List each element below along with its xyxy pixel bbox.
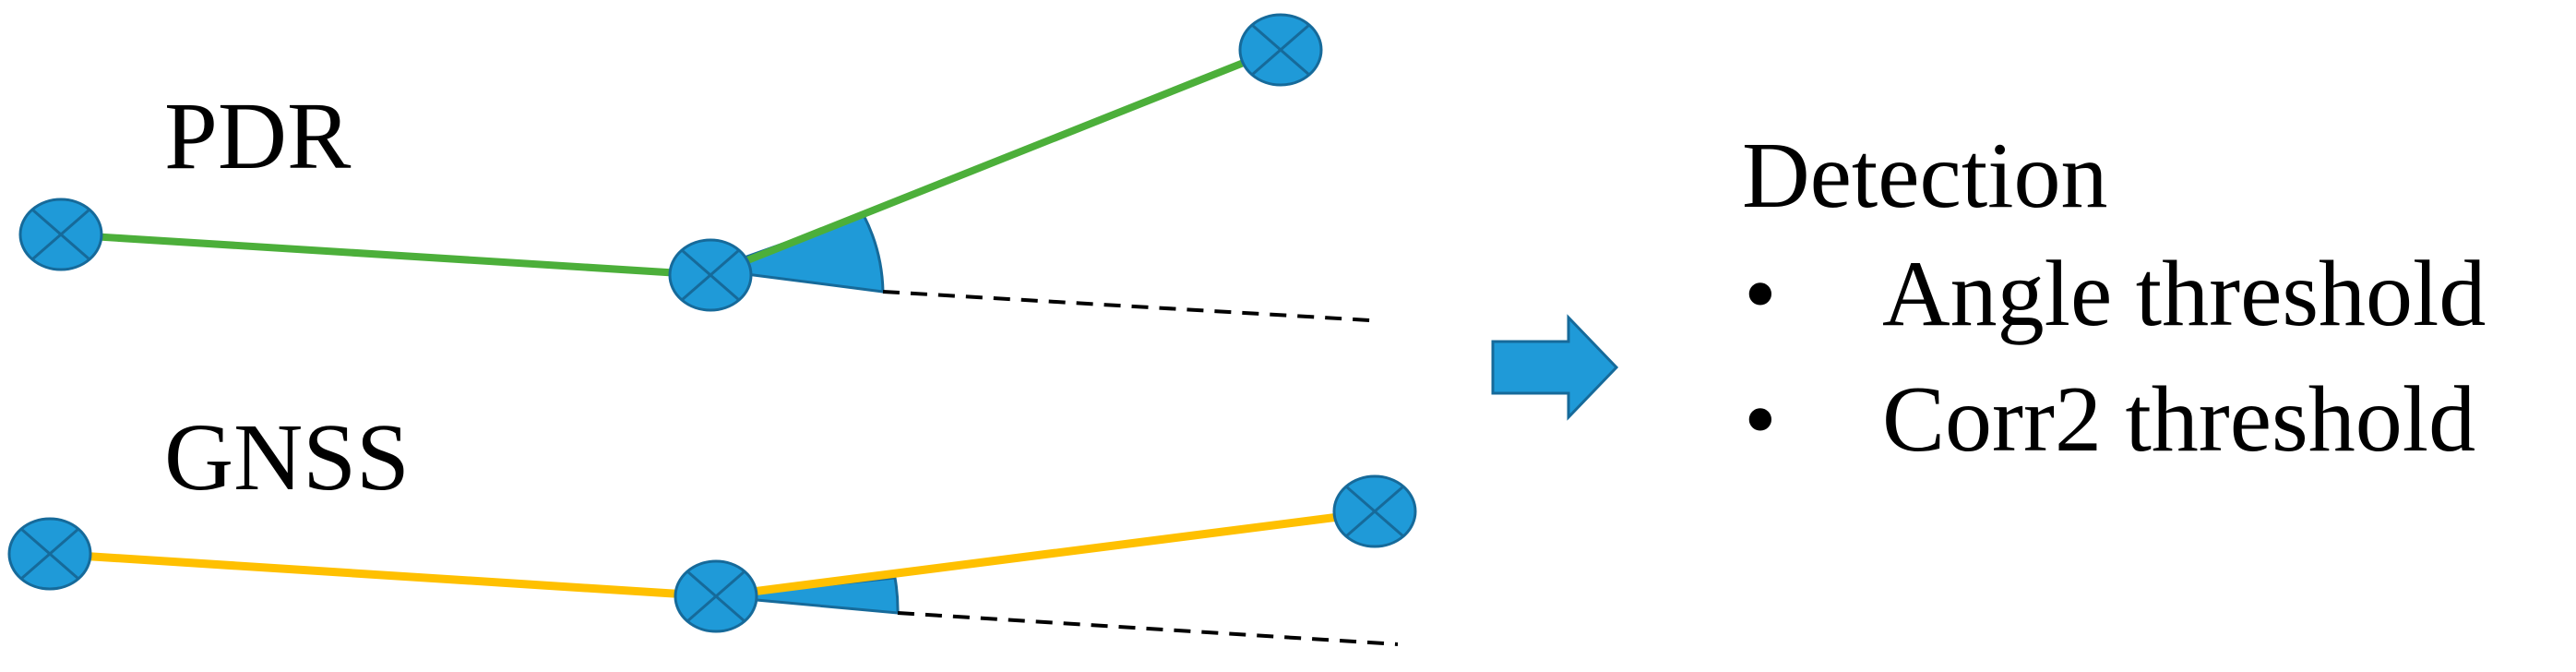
pdr-path-segment: [709, 44, 1282, 279]
right-arrow-icon: [1491, 314, 1619, 421]
bullet-marker: •: [1744, 367, 1777, 472]
gnss-extension-line: [897, 611, 1399, 646]
gnss-path-segment: [715, 508, 1376, 601]
gnss-label: GNSS: [164, 404, 410, 510]
pdr-label: PDR: [164, 83, 352, 189]
bullet-marker: •: [1744, 242, 1777, 346]
pdr-point-marker: [668, 238, 753, 312]
pdr-path-segment: [60, 231, 711, 279]
pdr-point-marker: [18, 198, 103, 271]
pdr-group: PDR: [18, 13, 1371, 322]
gnss-path-segment: [49, 549, 717, 601]
detection-title: Detection: [1742, 124, 2108, 228]
pdr-extension-line: [882, 290, 1371, 322]
gnss-point-marker: [674, 559, 758, 633]
gnss-angle-wedge: [715, 576, 900, 615]
gnss-group: GNSS: [7, 404, 1417, 646]
detection-item-corr2-threshold: Corr2 threshold: [1882, 367, 2475, 472]
detection-item-angle-threshold: Angle threshold: [1882, 242, 2486, 346]
pdr-point-marker: [1238, 13, 1323, 87]
detection-block: Detection • Angle threshold • Corr2 thre…: [1742, 124, 2486, 472]
gnss-point-marker: [1332, 474, 1417, 548]
gnss-point-marker: [7, 517, 92, 591]
